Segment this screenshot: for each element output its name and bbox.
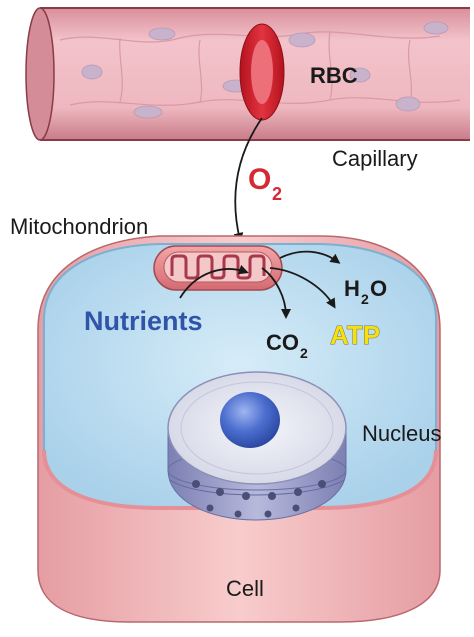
water-label: H [344, 276, 360, 301]
atp-arrow [269, 267, 336, 309]
oxygen-arrow [233, 117, 263, 243]
nucleus-label: Nucleus [362, 421, 441, 446]
water-label-tail: O [370, 276, 387, 301]
water-label-group: H 2 O [344, 276, 387, 307]
co2-label-group: CO 2 [266, 330, 308, 361]
red-blood-cell [239, 23, 285, 121]
oxygen-label: O [248, 163, 271, 196]
endothelial-nuclei [81, 21, 449, 119]
rbc-label: RBC [310, 63, 358, 88]
co2-arrow [261, 267, 291, 319]
co2-subscript: 2 [300, 345, 308, 361]
nutrients-arrow [179, 264, 249, 299]
water-subscript: 2 [361, 291, 369, 307]
mitochondrion [153, 245, 283, 291]
cell-label: Cell [226, 576, 264, 601]
capillary-label: Capillary [332, 146, 418, 171]
nucleolus [220, 392, 280, 448]
mitochondrion-label: Mitochondrion [10, 214, 148, 239]
oxygen-subscript: 2 [272, 184, 282, 204]
atp-label: ATP [330, 320, 380, 350]
nucleus [167, 371, 347, 521]
nutrients-label: Nutrients [84, 306, 203, 336]
co2-label: CO [266, 330, 299, 355]
reaction-arrows [179, 250, 341, 319]
nuclear-pores [192, 480, 326, 518]
water-arrow [279, 250, 341, 264]
